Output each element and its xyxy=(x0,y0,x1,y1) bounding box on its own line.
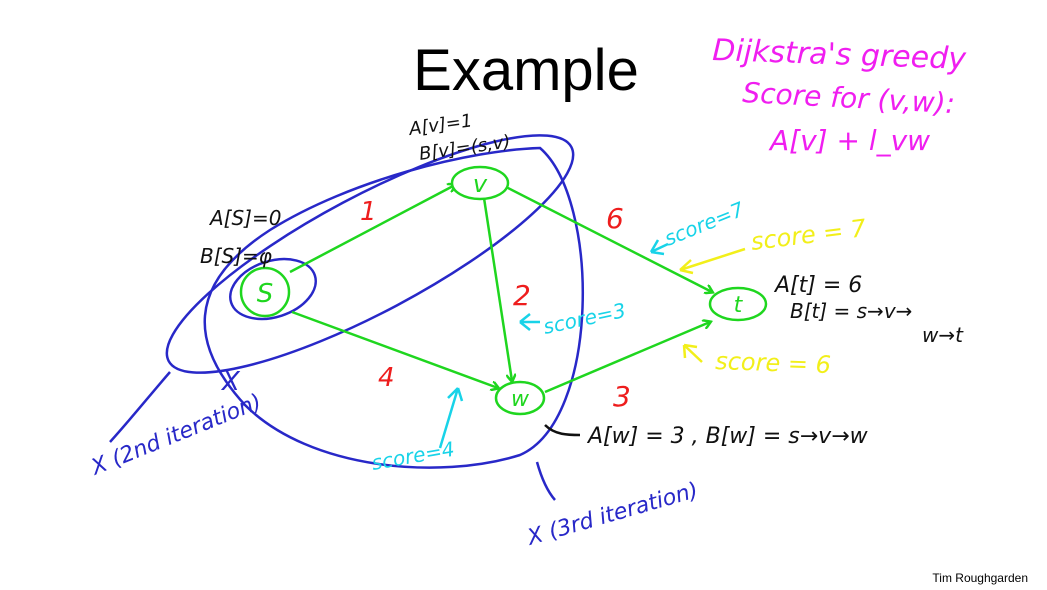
iteration-2-pointer xyxy=(109,371,171,443)
weight-w-t: 3 xyxy=(613,380,631,413)
iteration-2-label: X (2nd iteration) xyxy=(87,390,265,481)
score-v-t-cyan-arrow xyxy=(649,239,669,256)
node-w-label: w xyxy=(511,387,530,412)
score-v-w: score=3 xyxy=(541,298,628,339)
label-w-result: A[w] = 3 , B[w] = s→v→w xyxy=(586,424,869,449)
iteration-3-boundary xyxy=(203,146,584,469)
edge-v-w xyxy=(482,197,512,381)
score-v-t-yellow-arrow xyxy=(679,247,746,275)
weight-v-w: 2 xyxy=(513,279,531,312)
iteration-2-boundary xyxy=(165,134,575,374)
label-s-path: B[S]=φ xyxy=(200,244,272,268)
label-t-dist: A[t] = 6 xyxy=(773,273,862,298)
greedy-note-line2: Score for (v,w): xyxy=(742,76,956,120)
node-s-label: S xyxy=(257,279,274,309)
w-result-pointer xyxy=(544,424,581,437)
edge-w-t xyxy=(544,322,710,394)
iteration-3-pointer xyxy=(535,461,556,501)
iteration-1-boundary xyxy=(229,257,317,321)
node-v-label: v xyxy=(473,170,488,198)
iteration-3-label: X (3rd iteration) xyxy=(524,478,701,551)
score-s-w: score=4 xyxy=(370,437,457,475)
score-s-w-arrow xyxy=(438,387,464,449)
label-t-path-2: w→t xyxy=(922,323,964,347)
slide-title: Example xyxy=(413,38,639,103)
node-v: v xyxy=(450,165,510,201)
weight-s-v: 1 xyxy=(360,197,377,227)
label-s-dist: A[S]=0 xyxy=(208,206,281,230)
greedy-note-line1: Dijkstra's greedy xyxy=(712,33,968,77)
node-t-label: t xyxy=(734,293,744,318)
slide-credit: Tim Roughgarden xyxy=(932,571,1028,585)
edge-v-t xyxy=(505,185,712,292)
removed-edge-mark: X xyxy=(220,367,241,397)
weight-s-w: 4 xyxy=(378,363,395,393)
node-s: S xyxy=(239,266,291,318)
label-t-path-1: B[t] = s→v→ xyxy=(790,299,912,323)
greedy-note-line3: A[v] + l_vw xyxy=(768,124,930,157)
node-w: w xyxy=(494,380,546,416)
score-w-t: score = 6 xyxy=(715,347,832,379)
label-v-dist: A[v]=1 xyxy=(407,110,474,140)
edge-s-w xyxy=(291,310,498,388)
score-w-t-arrow xyxy=(682,343,703,363)
score-v-w-arrow xyxy=(519,313,540,331)
score-v-t-yellow: score = 7 xyxy=(749,214,868,256)
edge-s-v xyxy=(289,185,455,274)
node-t: t xyxy=(708,286,768,322)
score-v-t-cyan: score=7 xyxy=(661,197,748,251)
weight-v-t: 6 xyxy=(606,202,624,235)
